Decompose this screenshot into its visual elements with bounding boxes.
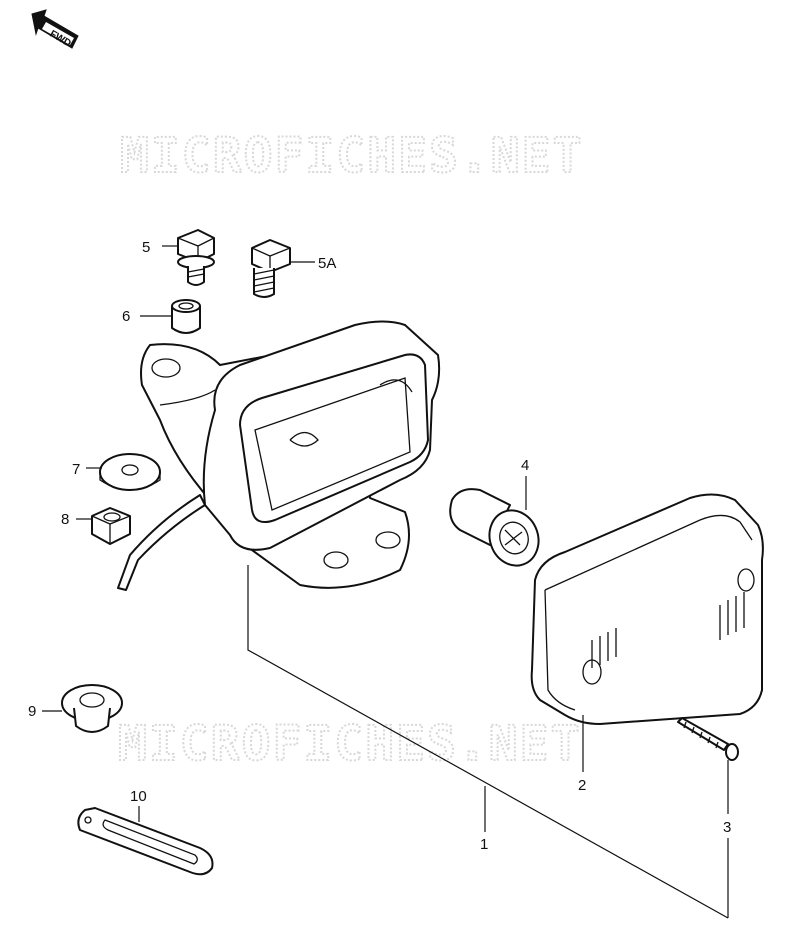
callout-1: 1: [480, 836, 488, 853]
bolt-5a-icon: [251, 239, 291, 298]
leader-lines: [42, 245, 729, 919]
fwd-arrow-icon: FWD: [31, 9, 79, 49]
lamp-housing-icon: [117, 320, 441, 591]
watermark-top: MICROFICHES.NET: [120, 128, 583, 184]
bolt-5-icon: [177, 229, 215, 286]
nut-8-icon: [91, 507, 131, 545]
callout-9: 9: [28, 703, 36, 720]
collar-6-icon: [171, 299, 201, 334]
callout-3: 3: [723, 819, 731, 836]
callout-5a: 5A: [318, 255, 336, 272]
callout-7: 7: [72, 461, 80, 478]
callout-6: 6: [122, 308, 130, 325]
callout-4: 4: [521, 457, 529, 474]
washer-7-icon: [99, 453, 161, 491]
callout-8: 8: [61, 511, 69, 528]
screw-3-icon: [677, 717, 739, 761]
lens-2-icon: [530, 493, 764, 725]
callout-2: 2: [578, 777, 586, 794]
bulb-4-icon: [449, 488, 540, 567]
watermark-bottom: MICROFICHES.NET: [118, 716, 581, 772]
band-10-icon: [77, 807, 214, 876]
callout-5: 5: [142, 239, 150, 256]
grommet-9-icon: [61, 684, 123, 733]
callout-10: 10: [130, 788, 147, 805]
